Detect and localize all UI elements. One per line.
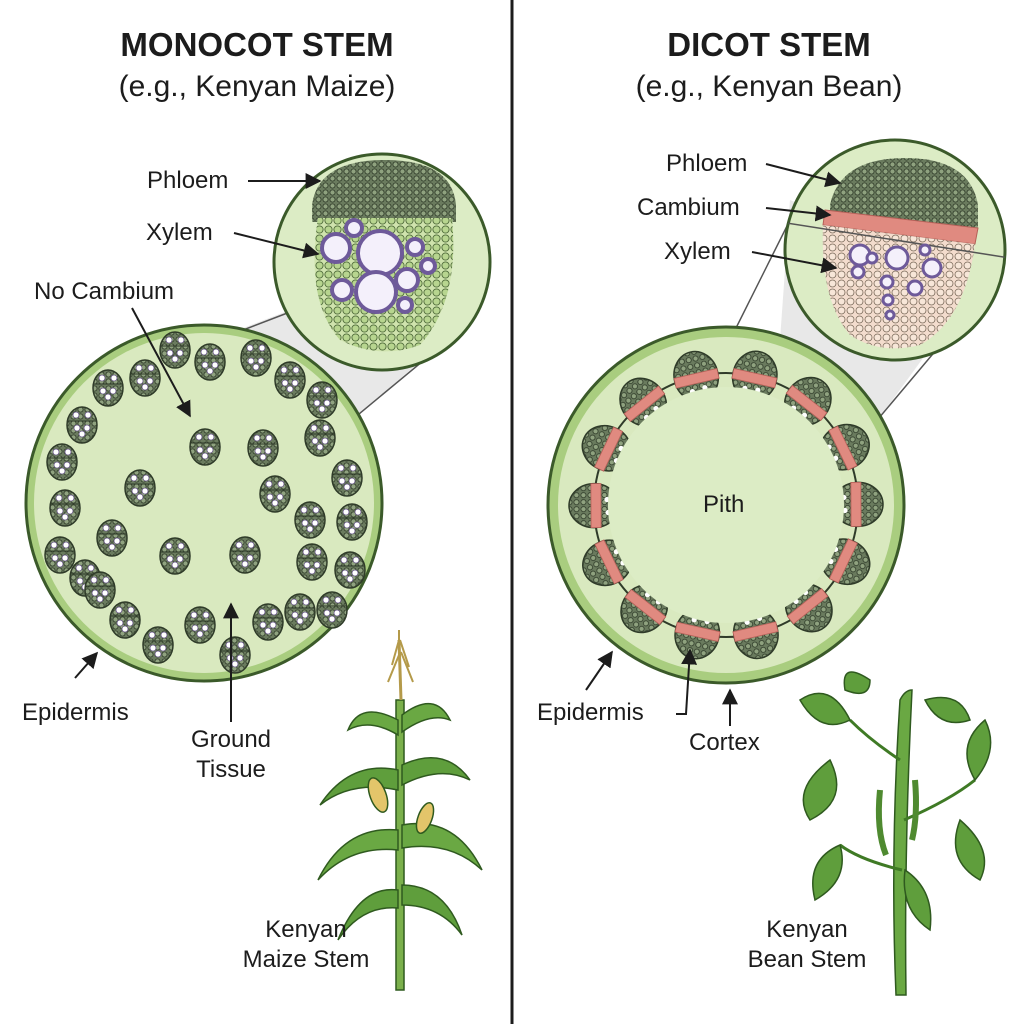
xylem-vessel	[354, 270, 398, 314]
mono-plant-label-2: Maize Stem	[242, 946, 370, 973]
vascular-bundle	[109, 601, 141, 639]
xylem-vessel	[884, 245, 910, 271]
xylem-vessel	[344, 218, 364, 238]
xylem-vessel	[879, 274, 895, 290]
mono-title: MONOCOT STEM	[120, 26, 394, 63]
vascular-bundle	[159, 537, 191, 575]
di-plant-label-1: Kenyan	[766, 916, 848, 943]
mono-ground-label-1: Ground	[190, 726, 272, 753]
vascular-bundle	[316, 591, 348, 629]
di-plant-label-2: Bean Stem	[747, 946, 867, 973]
vascular-bundle	[46, 443, 78, 481]
di-subtitle: (e.g., Kenyan Bean)	[635, 70, 903, 103]
di-phloem-label: Phloem	[666, 150, 748, 177]
vascular-bundle	[252, 603, 284, 641]
vascular-bundle	[334, 551, 366, 589]
xylem-vessel	[356, 229, 404, 277]
vascular-bundle	[142, 626, 174, 664]
vascular-bundle	[189, 428, 221, 466]
xylem-vessel	[330, 278, 354, 302]
xylem-vessel	[405, 237, 425, 257]
xylem-vessel	[921, 257, 943, 279]
di-cortex-label: Cortex	[689, 729, 760, 756]
mono-no-cambium-label: No Cambium	[34, 278, 175, 305]
xylem-vessel	[881, 293, 895, 307]
vascular-bundle	[306, 381, 338, 419]
xylem-vessel	[850, 264, 866, 280]
vascular-bundle	[259, 475, 291, 513]
di-pith	[608, 387, 844, 623]
mono-zoom-circle	[272, 152, 492, 372]
xylem-vessel	[320, 232, 352, 264]
vascular-bundle	[159, 331, 191, 369]
xylem-vessel	[419, 257, 437, 275]
mono-phloem-label: Phloem	[147, 167, 229, 194]
xylem-vessel	[394, 267, 420, 293]
di-zoom-circle	[783, 138, 1007, 362]
vascular-bundle	[219, 636, 251, 674]
xylem-vessel	[906, 279, 924, 297]
mono-vascular-bundles	[44, 331, 368, 674]
xylem-vessel	[918, 243, 932, 257]
di-epidermis-label: Epidermis	[537, 699, 644, 726]
maize-plant-illustration	[317, 630, 483, 991]
vascular-bundle	[124, 469, 156, 507]
xylem-vessel	[396, 296, 414, 314]
vascular-bundle	[284, 593, 316, 631]
vascular-bundle	[96, 519, 128, 557]
mono-epidermis-label: Epidermis	[22, 699, 129, 726]
vascular-bundle	[66, 406, 98, 444]
vascular-bundle	[84, 571, 116, 609]
vascular-bundle	[184, 606, 216, 644]
vascular-bundle	[304, 419, 336, 457]
di-cambium-label: Cambium	[637, 194, 740, 221]
vascular-bundle	[229, 536, 261, 574]
vascular-bundle	[49, 489, 81, 527]
vascular-bundle	[331, 459, 363, 497]
vascular-bundle	[247, 429, 279, 467]
mono-xylem-label: Xylem	[146, 219, 213, 246]
vascular-bundle	[129, 359, 161, 397]
mono-plant-label-1: Kenyan	[265, 916, 347, 943]
mono-ground-label-2: Tissue	[196, 756, 266, 783]
mono-xylem-vessels	[320, 218, 437, 314]
vascular-bundle	[294, 501, 326, 539]
vascular-bundle	[832, 481, 884, 528]
vascular-bundle	[568, 482, 620, 529]
vascular-bundle	[336, 503, 368, 541]
vascular-bundle	[44, 536, 76, 574]
vascular-bundle	[240, 339, 272, 377]
vascular-bundle	[296, 543, 328, 581]
di-xylem-vessels	[848, 243, 943, 321]
mono-subtitle: (e.g., Kenyan Maize)	[118, 70, 396, 103]
di-title: DICOT STEM	[667, 26, 871, 63]
xylem-vessel	[865, 251, 879, 265]
bean-plant-illustration	[799, 671, 992, 996]
di-xylem-label: Xylem	[664, 238, 731, 265]
vascular-bundle	[194, 343, 226, 381]
di-pith-label: Pith	[703, 491, 745, 518]
vascular-bundle	[274, 361, 306, 399]
vascular-bundle	[92, 369, 124, 407]
xylem-vessel	[884, 309, 896, 321]
mono-phloem-tissue	[312, 160, 456, 222]
